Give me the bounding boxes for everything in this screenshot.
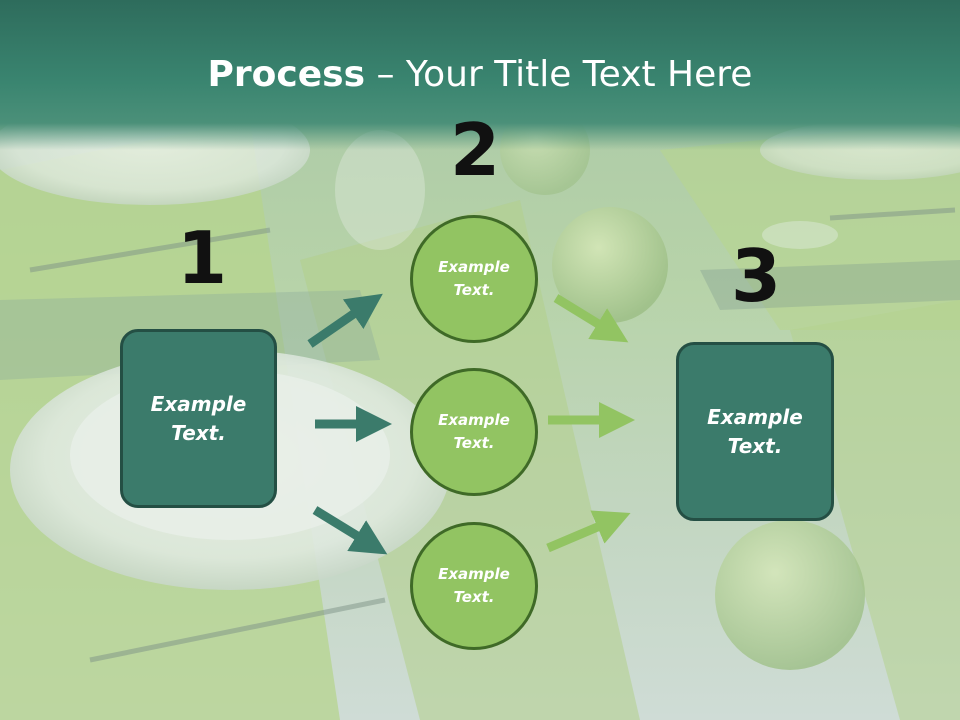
- arrow-2a-to-3: [553, 294, 629, 343]
- step-number-2: 2: [450, 108, 501, 192]
- step-2-circle-3: Example Text.: [410, 522, 538, 650]
- slide-title: Process – Your Title Text Here: [0, 54, 960, 95]
- step-2-circle-2-label: Example Text.: [438, 411, 510, 452]
- step-number-1: 1: [177, 216, 228, 300]
- step-2-circle-1-label: Example Text.: [438, 258, 510, 299]
- title-rest: – Your Title Text Here: [365, 54, 753, 95]
- step-2-circle-3-label: Example Text.: [438, 565, 510, 606]
- arrow-1-to-2c: [312, 506, 388, 555]
- title-bar: [0, 0, 960, 150]
- step-1-label: Example Text.: [150, 391, 247, 445]
- step-number-3: 3: [731, 234, 782, 318]
- step-2-circle-2: Example Text.: [410, 368, 538, 496]
- step-1-box: Example Text.: [120, 329, 277, 508]
- step-3-box: Example Text.: [676, 342, 834, 521]
- title-bold: Process: [207, 54, 366, 95]
- step-2-circle-1: Example Text.: [410, 215, 538, 343]
- step-3-label: Example Text.: [707, 404, 803, 458]
- arrow-1-to-2a: [307, 293, 383, 348]
- arrow-2c-to-3: [546, 510, 631, 553]
